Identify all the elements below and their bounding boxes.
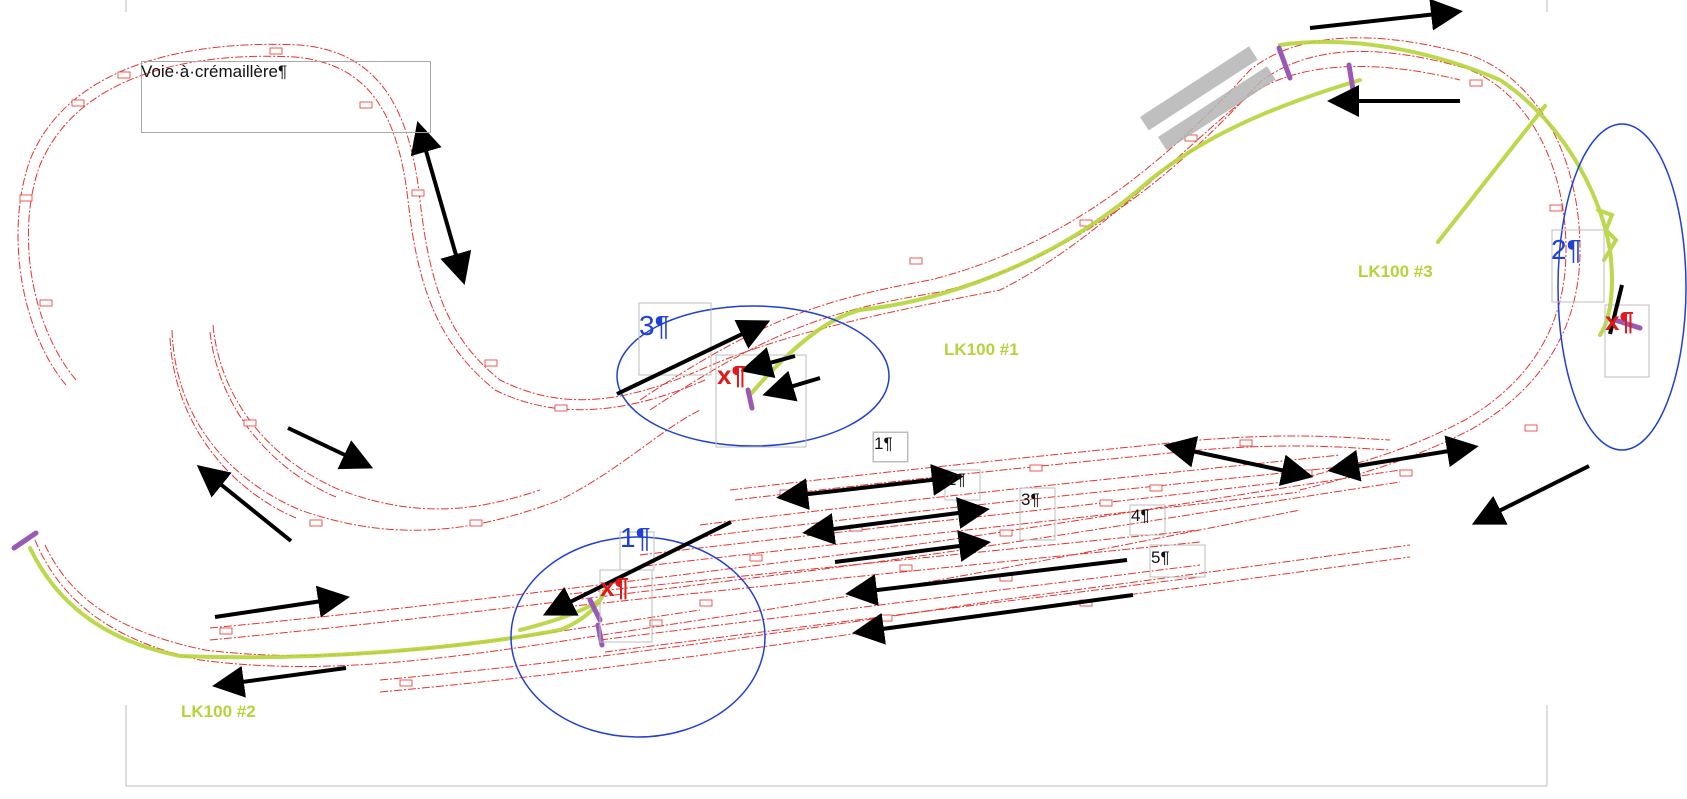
route-lk100-1b: [1278, 39, 1614, 337]
arrow-lower-right: [1471, 464, 1590, 525]
track-box-1: [873, 432, 908, 462]
circle-2-number: 2¶: [1551, 234, 1582, 265]
x-mark-circle1: x¶: [600, 572, 629, 602]
signal-right: [1612, 317, 1643, 331]
route-traces: [28, 39, 1619, 660]
track-number-5: 5¶: [1151, 548, 1170, 567]
route-lk100-2: [28, 546, 607, 660]
signal-bottom-1: [587, 597, 603, 623]
arrow-circle1: [542, 520, 732, 616]
arrow-upper-2: [1327, 435, 1479, 482]
arrow-circle3-b: [762, 370, 821, 402]
arrow-bottom-left: [212, 665, 347, 698]
circle-2: [1557, 123, 1687, 451]
circle-3-number: 3¶: [639, 310, 670, 341]
title-box: [141, 61, 431, 133]
arrow-left-2: [196, 464, 293, 543]
track-lines: [17, 37, 1581, 693]
track-number-1: 1¶: [874, 434, 893, 453]
yard-line-8: [699, 466, 1341, 538]
label-lk100-2: LK100 #2: [181, 702, 256, 721]
circle-1: [510, 536, 766, 738]
platform-1: [1140, 46, 1258, 131]
label-lk100-1: LK100 #1: [944, 340, 1019, 359]
direction-arrows: [196, 0, 1624, 698]
arrow-left-1: [287, 426, 374, 470]
yard-line-3: [209, 469, 1401, 629]
signal-top-1: [1276, 45, 1293, 81]
label-boxes: [599, 229, 1650, 643]
signal-top-2: [1346, 62, 1356, 93]
main-line-2: [649, 51, 1567, 481]
x-mark-circle3: x¶: [717, 360, 746, 390]
label-lk100-3: LK100 #3: [1358, 262, 1433, 281]
yard-line-1: [34, 509, 1301, 667]
yard-line-4: [209, 481, 1401, 641]
yard-line-13: [379, 544, 1411, 681]
yard-line-9: [639, 479, 1301, 556]
circle-3: [616, 305, 890, 447]
arrow-rack: [410, 120, 472, 286]
left-arc-2: [212, 324, 541, 510]
signal-left: [11, 530, 39, 551]
rack-track-inner: [27, 55, 706, 411]
yard-line-11: [559, 529, 1201, 596]
yard-line-10: [644, 491, 1301, 567]
yard-line-15: [599, 564, 1201, 641]
circle-1-number: 1¶: [620, 522, 651, 553]
arrow-circle3-c: [740, 347, 796, 379]
arrow-top-right: [1309, 0, 1463, 31]
x-mark-circle2: x¶: [1605, 306, 1634, 336]
arrow-upper-1: [1163, 436, 1314, 486]
track-number-3: 3¶: [1021, 490, 1040, 509]
route-lk100-3-spur: [1436, 104, 1547, 244]
yard-line-16: [604, 576, 1201, 653]
left-arc-4: [209, 331, 337, 498]
yard-line-7: [699, 454, 1341, 526]
track-number-4: 4¶: [1131, 506, 1150, 525]
main-line-3: [699, 66, 1461, 371]
yard-line-12: [564, 541, 1201, 608]
arrow-right-tick: [1608, 284, 1624, 335]
segment-markers: [19, 47, 1563, 687]
route-wiggle: [1596, 208, 1619, 262]
signal-mid: [745, 387, 755, 411]
track-number-2: 2¶: [947, 470, 966, 489]
yard-line-5: [729, 435, 1391, 491]
left-arc-3: [169, 337, 297, 519]
arrow-track-3: [802, 497, 990, 545]
platforms: [1140, 46, 1276, 151]
rack-track-outer: [17, 43, 701, 401]
route-lk100-1: [748, 78, 1362, 397]
arrow-track-4: [834, 530, 991, 564]
main-line-1: [639, 37, 1581, 491]
arrow-track-5a: [845, 558, 1128, 607]
arrow-bottom-right: [214, 585, 350, 619]
left-arc-1: [171, 329, 701, 531]
rack-railway-title: Voie·à·crémaillère¶: [141, 62, 288, 81]
arrow-track-5b: [852, 593, 1134, 645]
arrow-track-2: [776, 464, 964, 510]
arrow-circle3-a: [616, 319, 771, 396]
highlight-circles: [510, 123, 1687, 738]
signals: [11, 45, 1643, 648]
platform-2: [1158, 66, 1276, 151]
